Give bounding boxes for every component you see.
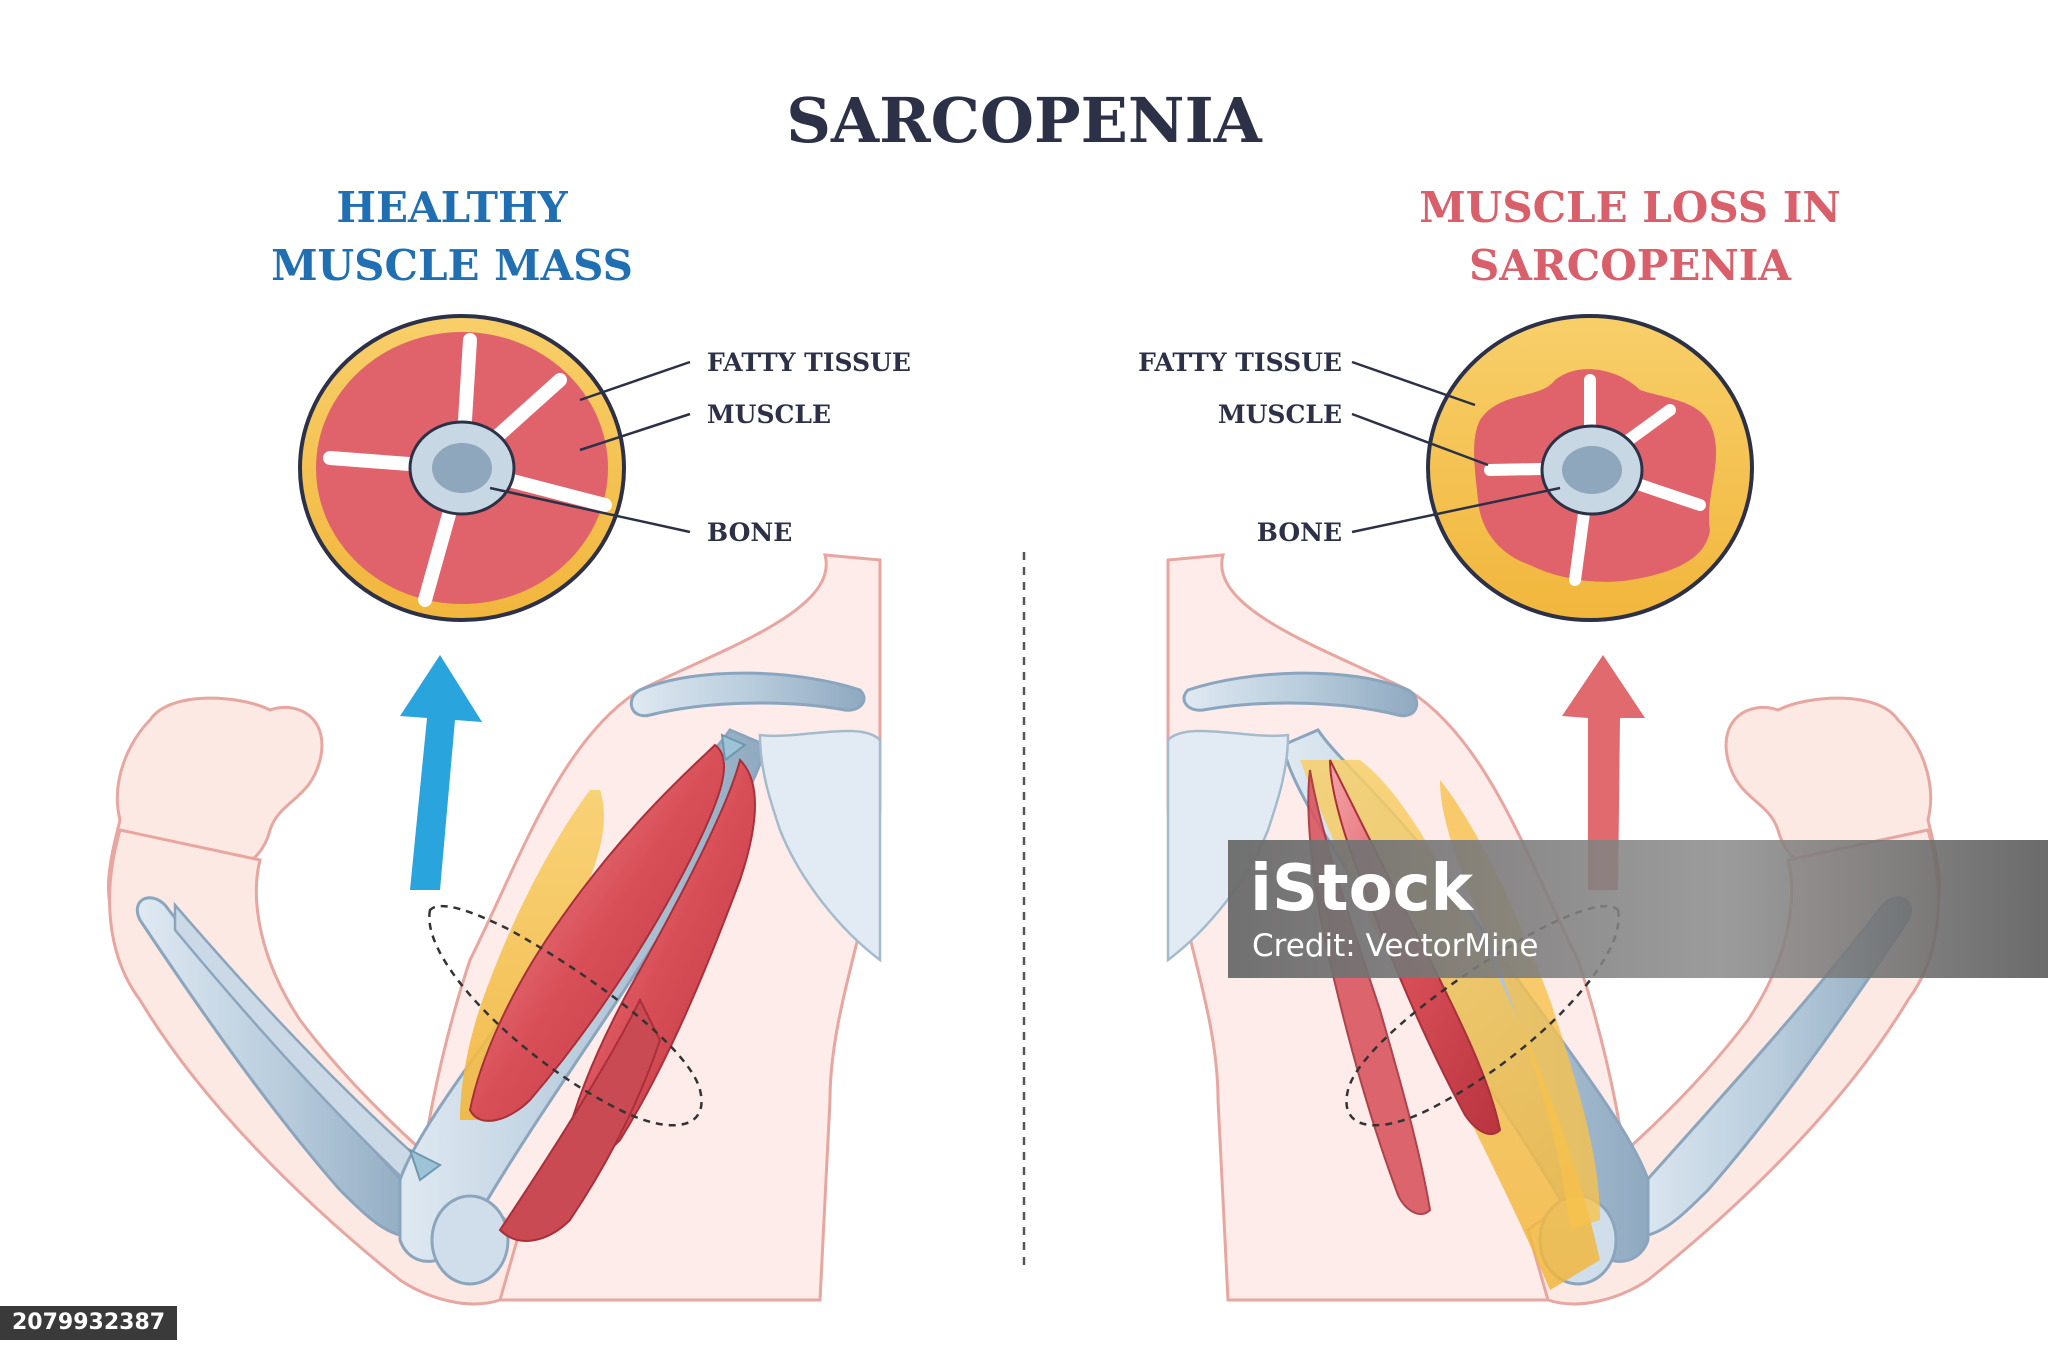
healthy-arm-illustration (107, 553, 882, 1306)
healthy-label-fatty-tissue: FATTY TISSUE (707, 348, 911, 377)
healthy-label-bone: BONE (707, 518, 792, 547)
watermark-banner (1228, 840, 2048, 978)
sarcopenia-label-fatty-tissue: FATTY TISSUE (1138, 348, 1342, 377)
sarcopenia-labels: FATTY TISSUE MUSCLE BONE (1138, 348, 1561, 547)
healthy-forearm-bone (135, 896, 423, 1237)
healthy-elbow-joint (430, 1194, 510, 1286)
watermark-credit: Credit: VectorMine (1252, 928, 1538, 964)
healthy-muscle-separators (323, 333, 612, 607)
healthy-biceps-muscle-long (468, 743, 726, 1122)
page-title: SARCOPENIA (786, 84, 1262, 157)
healthy-labels: FATTY TISSUE MUSCLE BONE (489, 348, 911, 547)
sarcopenia-heading-line2: SARCOPENIA (1469, 241, 1792, 290)
sarcopenia-arrow (1562, 655, 1645, 890)
healthy-bone-marrow (432, 443, 492, 493)
sarcopenia-label-bone: BONE (1257, 518, 1342, 547)
sarcopenia-heading-line1: MUSCLE LOSS IN (1419, 183, 1841, 232)
sarcopenia-cross-section (1426, 314, 1754, 622)
sarcopenia-collarbone (1182, 671, 1419, 718)
healthy-heading-line1: HEALTHY (336, 183, 568, 232)
watermark-logo: iStock (1250, 852, 1475, 926)
healthy-arrow (400, 655, 482, 890)
healthy-section-marker (428, 904, 703, 1127)
healthy-cross-section (298, 314, 626, 622)
healthy-label-muscle: MUSCLE (707, 400, 831, 429)
sarcopenia-label-muscle: MUSCLE (1218, 400, 1342, 429)
healthy-collarbone (629, 671, 866, 718)
sarcopenia-bone-marrow (1562, 446, 1622, 494)
stock-id-badge: 2079932387 (0, 1306, 178, 1340)
healthy-tendon (408, 733, 747, 1182)
healthy-scapula (758, 729, 882, 963)
healthy-brachialis-muscle (498, 997, 662, 1242)
istock-watermark: iStock Credit: VectorMine (1228, 840, 2048, 978)
sarcopenia-muscle-separators (1484, 374, 1706, 586)
healthy-heading-line2: MUSCLE MASS (271, 241, 633, 290)
